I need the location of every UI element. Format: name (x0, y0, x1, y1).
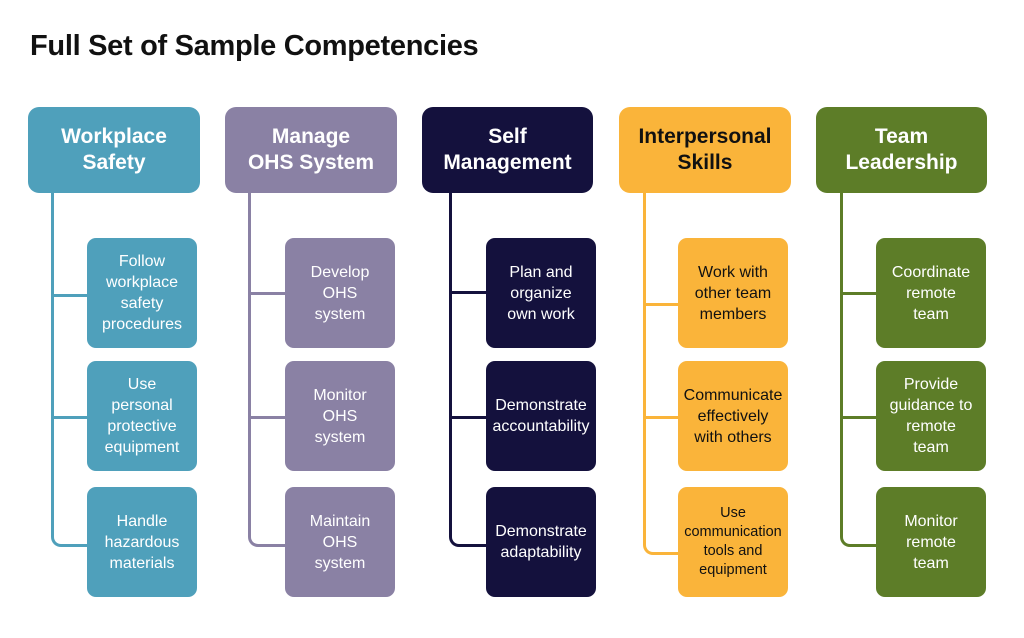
item-coordinate-remote-team: Coordinate remote team (876, 238, 986, 348)
header-team-leadership: Team Leadership (816, 107, 987, 193)
header-manage-ohs: Manage OHS System (225, 107, 397, 193)
item-maintain-ohs: Maintain OHS system (285, 487, 395, 597)
page-title: Full Set of Sample Competencies (30, 30, 479, 62)
branch-line (840, 416, 878, 419)
branch-line (248, 292, 286, 295)
branch-line (449, 291, 488, 294)
connector-line (643, 192, 680, 555)
connector-line (449, 192, 488, 547)
item-work-with-team: Work with other team members (678, 238, 788, 348)
branch-line (248, 416, 286, 419)
header-self-management: Self Management (422, 107, 593, 193)
connector-line (840, 192, 878, 547)
branch-line (840, 292, 878, 295)
item-develop-ohs: Develop OHS system (285, 238, 395, 348)
branch-line (643, 303, 680, 306)
branch-line (51, 416, 88, 419)
branch-line (449, 416, 488, 419)
branch-line (51, 294, 88, 297)
header-interpersonal-skills: Interpersonal Skills (619, 107, 791, 193)
item-use-communication-tools: Use communication tools and equipment (678, 487, 788, 597)
item-demonstrate-accountability: Demonstrate accountability (486, 361, 596, 471)
item-provide-guidance: Provide guidance to remote team (876, 361, 986, 471)
connector-line (248, 192, 286, 547)
item-communicate-effectively: Communicate effectively with others (678, 361, 788, 471)
item-plan-organize: Plan and organize own work (486, 238, 596, 348)
item-monitor-ohs: Monitor OHS system (285, 361, 395, 471)
item-use-ppe: Use personal protective equipment (87, 361, 197, 471)
item-handle-hazardous-materials: Handle hazardous materials (87, 487, 197, 597)
connector-line (51, 192, 88, 547)
item-monitor-remote-team: Monitor remote team (876, 487, 986, 597)
item-follow-safety-procedures: Follow workplace safety procedures (87, 238, 197, 348)
branch-line (643, 416, 680, 419)
item-demonstrate-adaptability: Demonstrate adaptability (486, 487, 596, 597)
header-workplace-safety: Workplace Safety (28, 107, 200, 193)
